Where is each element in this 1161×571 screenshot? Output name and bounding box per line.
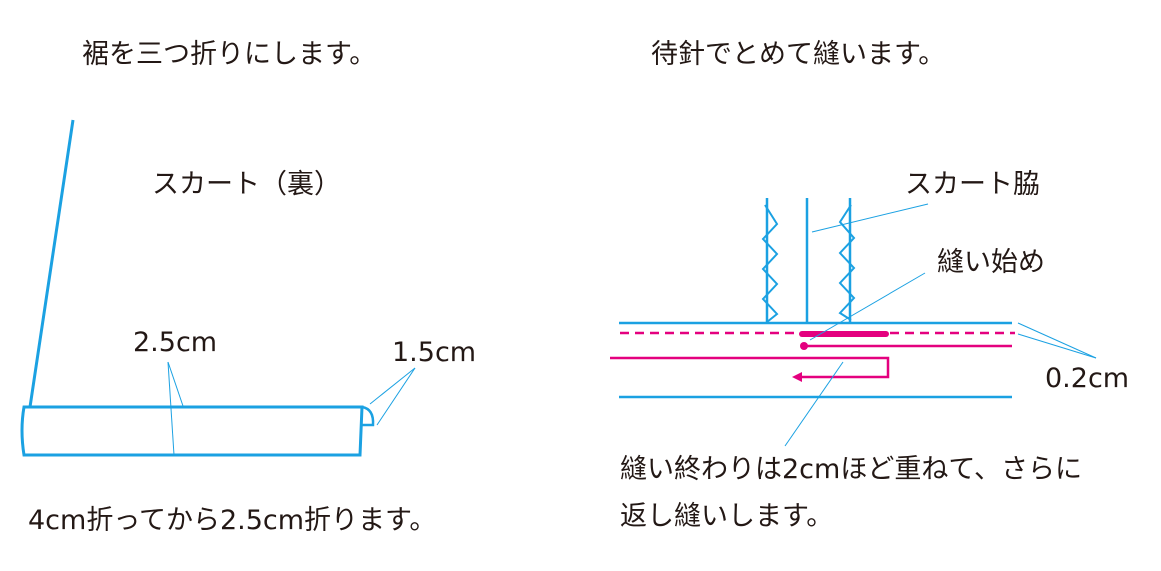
leader-line <box>1017 333 1097 359</box>
right-caption-line1: 縫い終わりは2cmほど重ねて、さらに <box>620 454 1082 485</box>
sewing-start-label: 縫い始め <box>937 247 1045 278</box>
side-seam-label: スカート脇 <box>905 169 1040 200</box>
leader-line <box>167 361 175 456</box>
right-title: 待針でとめて縫います。 <box>651 39 946 70</box>
leader-line <box>369 367 416 405</box>
leader-line <box>809 272 926 341</box>
folded-hem <box>20 405 364 457</box>
leader-line <box>376 367 416 426</box>
zigzag-stitch-right <box>838 204 856 321</box>
right-seam-illustration <box>610 198 1097 447</box>
left-title: 裾を三つ折りにします。 <box>82 39 377 70</box>
arrow-left-icon <box>792 372 802 382</box>
left-caption: 4cm折ってから2.5cm折ります。 <box>28 505 437 536</box>
leader-line <box>1017 322 1097 359</box>
curl-width-label: 1.5cm <box>392 337 477 368</box>
leader-line <box>811 203 929 233</box>
left-fold-illustration <box>20 119 416 457</box>
fold-width-label: 2.5cm <box>133 327 218 358</box>
leader-line <box>784 361 844 447</box>
backstitch-path <box>610 356 890 379</box>
skirt-back-label: スカート（裏） <box>152 169 341 200</box>
margin-label: 0.2cm <box>1045 363 1130 394</box>
hem-curl <box>361 405 375 427</box>
zigzag-stitch-left <box>761 204 779 323</box>
leader-line <box>167 361 184 407</box>
right-caption-line2: 返し縫いします。 <box>620 501 834 532</box>
skirt-edge-line <box>28 119 75 408</box>
